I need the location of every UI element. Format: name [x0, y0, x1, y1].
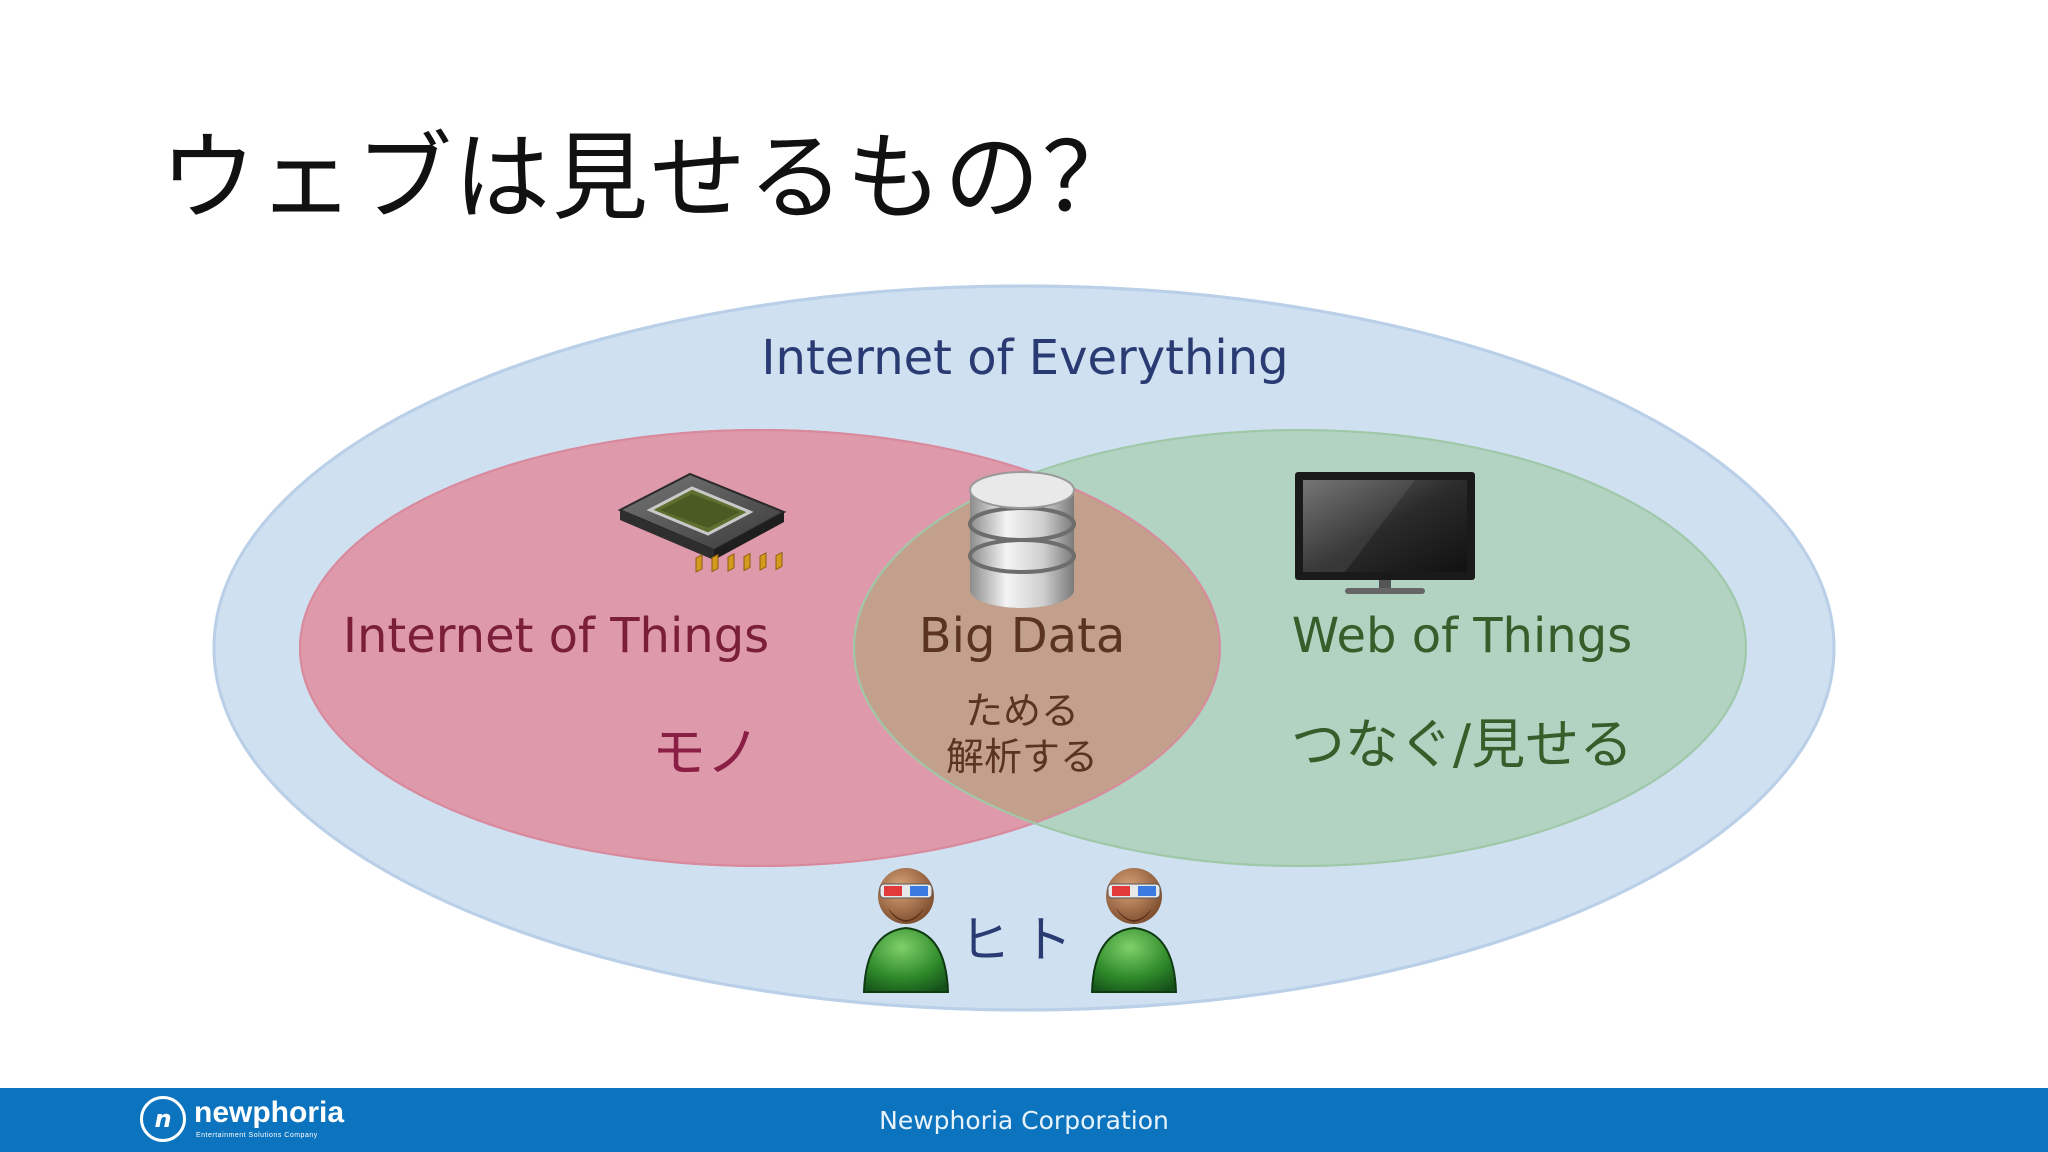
right-sub-label: つなぐ/見せる	[1290, 713, 1634, 776]
database-icon	[968, 471, 1076, 608]
left-sub-label: モノ	[652, 721, 760, 784]
center-sub-label: ためる 解析する	[946, 688, 1098, 780]
logo-mark-icon: n	[140, 1096, 186, 1142]
left-label: Internet of Things	[342, 608, 770, 664]
center-sub-line-1: ためる	[964, 689, 1080, 733]
outer-label: Internet of Everything	[761, 330, 1289, 386]
center-label: Big Data	[918, 608, 1126, 664]
logo-wordmark: newphoria	[194, 1096, 345, 1129]
footer-bar: n newphoria Entertainment Solutions Comp…	[0, 1088, 2048, 1152]
microchip-icon	[617, 472, 787, 573]
person-icon	[862, 868, 950, 993]
right-label: Web of Things	[1291, 608, 1633, 664]
center-sub-line-2: 解析する	[945, 735, 1099, 779]
monitor-icon	[1295, 472, 1475, 594]
slide-title: ウェブは見せるもの？	[160, 122, 1140, 234]
bottom-label: ヒト	[960, 911, 1084, 969]
logo-tagline: Entertainment Solutions Company	[196, 1132, 318, 1139]
intersection-region	[854, 430, 1220, 866]
person-icon	[1090, 868, 1178, 993]
footer-company-name: Newphoria Corporation	[879, 1106, 1169, 1135]
